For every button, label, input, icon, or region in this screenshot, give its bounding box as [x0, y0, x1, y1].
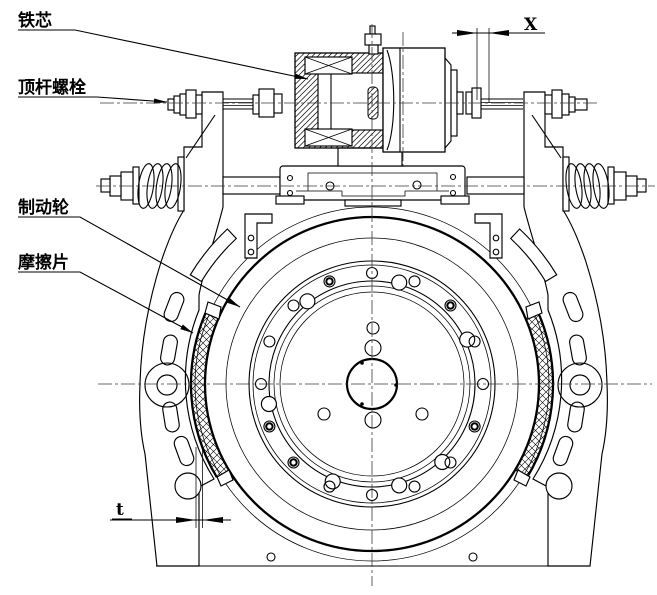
friction-pads: [189, 301, 555, 487]
solenoid-actuator: [167, 25, 588, 153]
friction-pad-label: 摩擦片: [18, 252, 69, 273]
brake-wheel-leader: [18, 216, 241, 308]
push-rod-bolt-leader: [18, 96, 168, 103]
bolt-holes: [254, 266, 490, 502]
friction-pad-leader: [18, 271, 194, 334]
right-arm: [523, 91, 608, 567]
brake-wheel-label: 制动轮: [18, 197, 69, 218]
right-foot-hole: [545, 472, 573, 500]
push-rod-bolt-label: 顶杆螺栓: [18, 77, 86, 98]
coil-windings: [304, 56, 353, 147]
left-spring-assembly: [100, 156, 185, 212]
electromagnet-core: [294, 25, 384, 149]
dimension-t-label: t: [116, 500, 124, 520]
left-push-rod-bolt: [167, 88, 283, 119]
left-spring-coils: [137, 163, 182, 209]
left-pivot-boss: [144, 362, 190, 408]
right-pivot-boss: [557, 362, 603, 408]
crossbar: [222, 147, 525, 207]
wheel-hub: [317, 321, 429, 429]
right-spring-assembly: [562, 156, 647, 212]
right-pivot-hole: [569, 374, 591, 396]
left-foot-hole: [174, 472, 202, 500]
dimension-x: X: [452, 15, 545, 103]
centerlines: [96, 24, 655, 586]
actuator-cylinder: [382, 47, 464, 153]
iron-core-leader: [18, 29, 309, 80]
dimension-x-label: X: [524, 15, 538, 35]
top-adjust-bolt: [364, 25, 382, 55]
flange-notches: [260, 274, 476, 494]
left-pivot-hole: [156, 374, 178, 396]
iron-core-label: 铁芯: [18, 10, 52, 31]
callouts: 铁芯 顶杆螺栓 制动轮 摩擦片: [18, 10, 309, 334]
right-spring-coils: [565, 163, 610, 209]
dimension-t: t: [110, 447, 231, 528]
